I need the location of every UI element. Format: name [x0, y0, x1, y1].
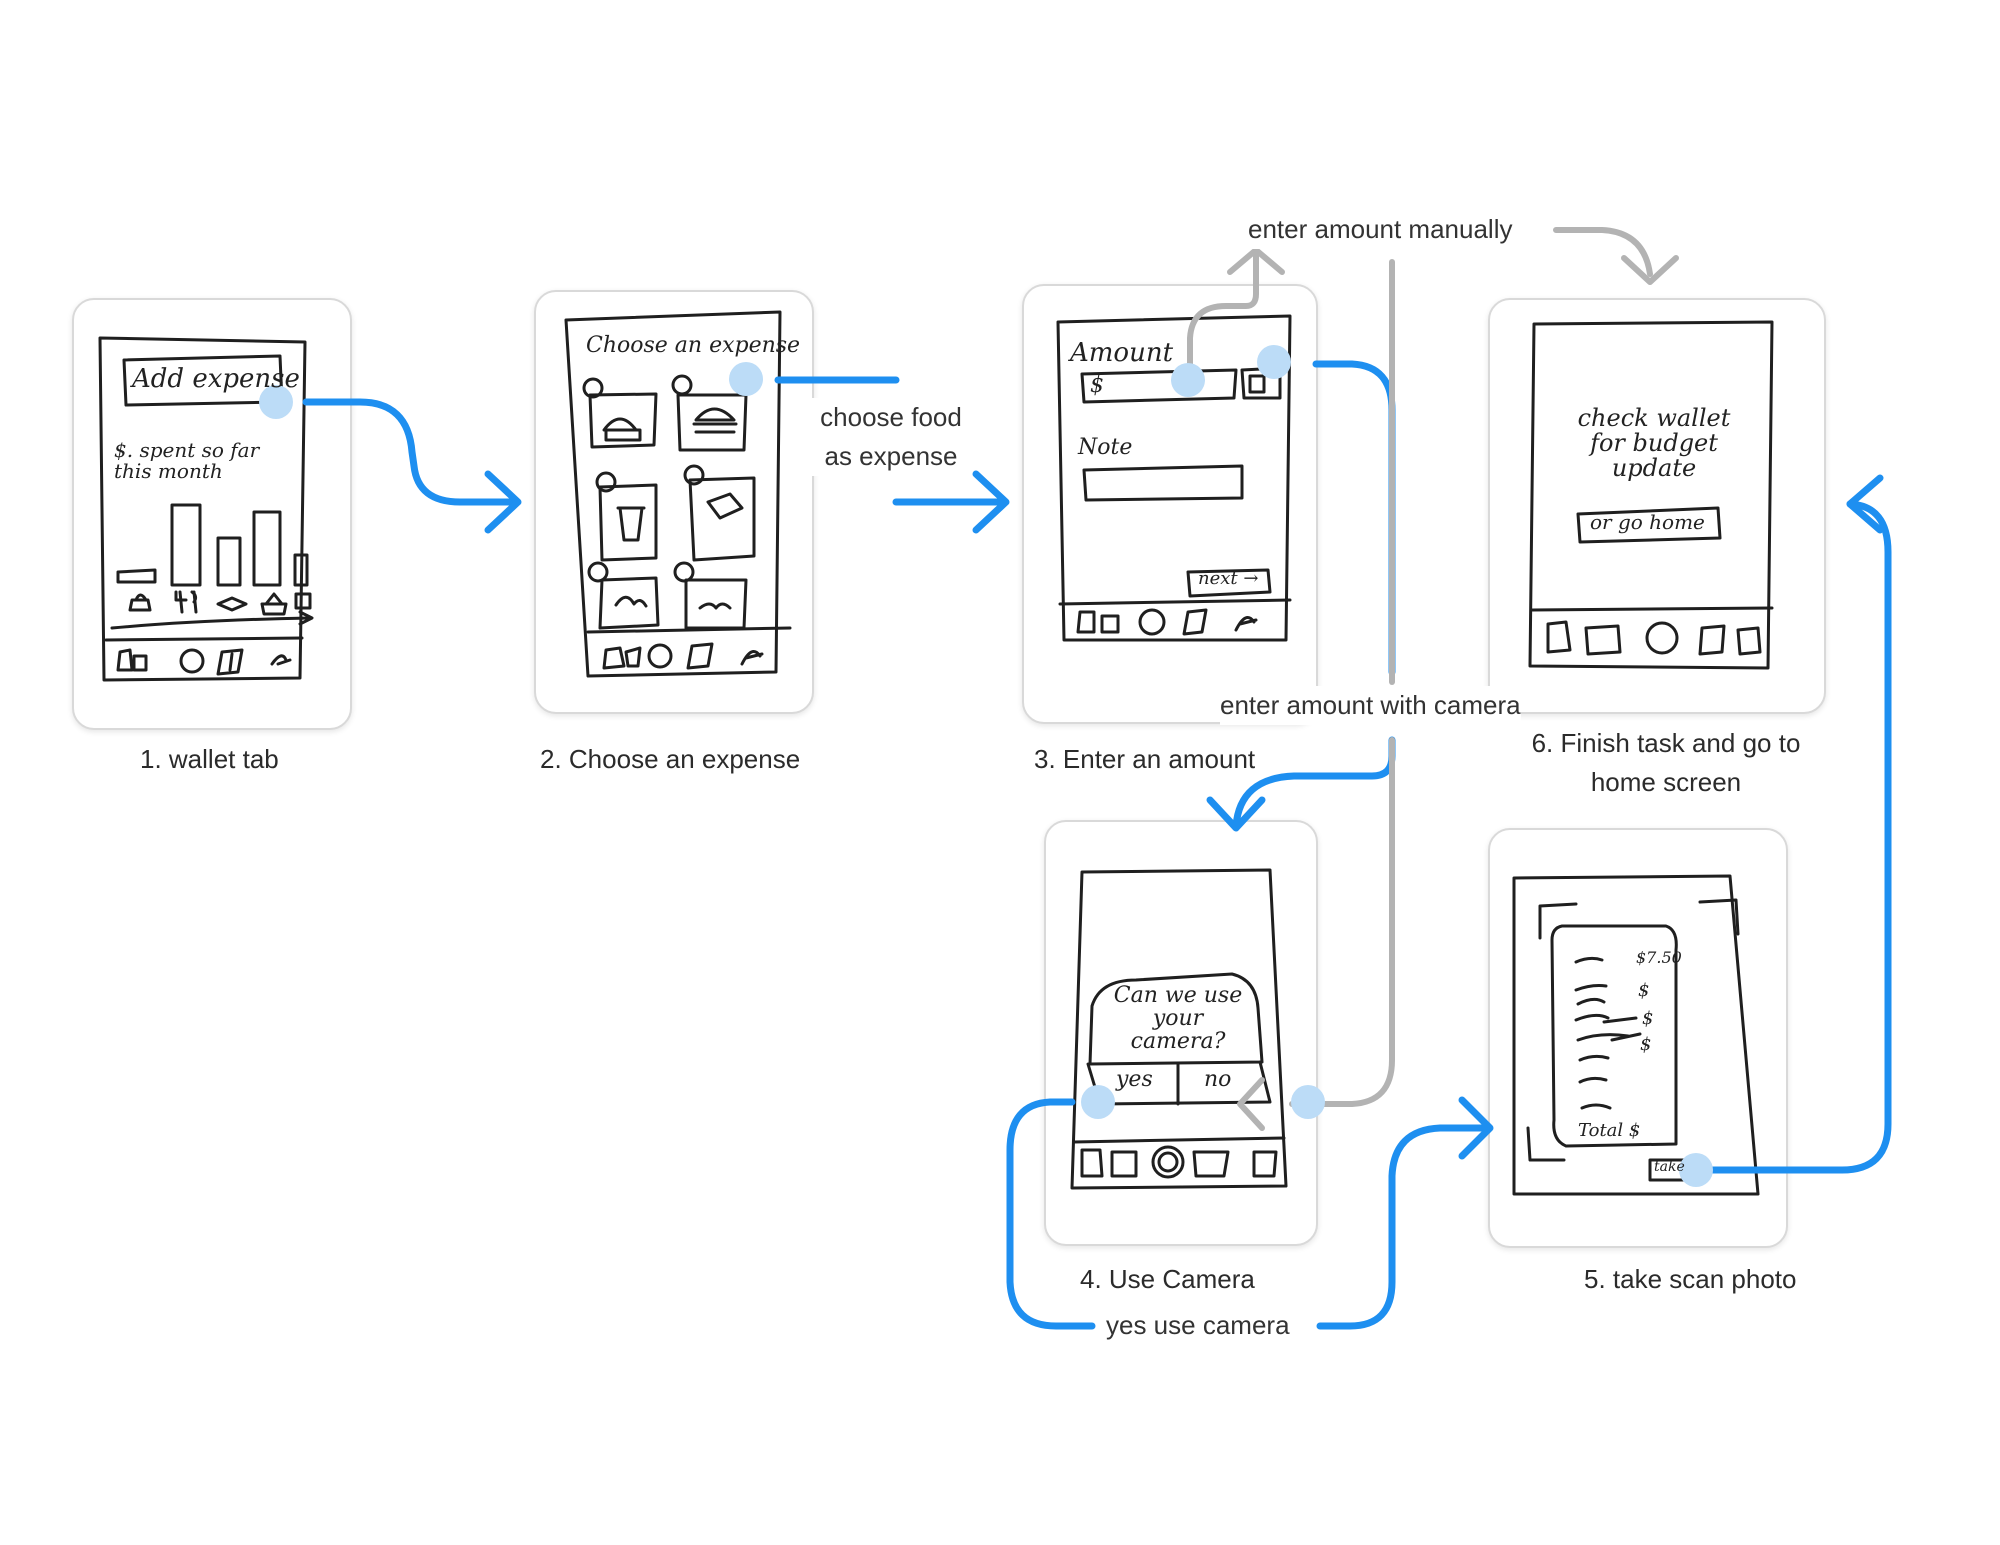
sketch-receipt-price: $7.50	[1636, 948, 1682, 967]
sketch-spent-note: $. spent so far this month	[114, 438, 260, 483]
hotspot-camera-icon[interactable]	[1257, 345, 1291, 379]
flow-label-choose-food: choose food as expense	[810, 398, 972, 476]
sketch-wallet-tab	[98, 336, 314, 682]
sketch-check-wallet: check wallet for budget update	[1577, 404, 1731, 483]
sketch-amount-value: $	[1090, 373, 1104, 398]
caption-finish-task: 6. Finish task and go to home screen	[1531, 728, 1801, 797]
caption-enter-amount: 3. Enter an amount	[1034, 744, 1256, 774]
flow-screen1-to-screen2	[302, 398, 522, 534]
flow-label-yes-use-camera: yes use camera	[1106, 1306, 1290, 1345]
sketch-yes-button: yes	[1116, 1067, 1153, 1092]
sketch-receipt-dollar-2: $	[1642, 1008, 1654, 1029]
sketch-amount-label: Amount	[1070, 338, 1174, 368]
caption-use-camera: 4. Use Camera	[1080, 1264, 1255, 1294]
hotspot-food-category[interactable]	[729, 362, 763, 396]
hotspot-take-button[interactable]	[1679, 1153, 1713, 1187]
sketch-no-button: no	[1204, 1067, 1232, 1092]
sketch-receipt-dollar-3: $	[1640, 1034, 1652, 1055]
hotspot-no-button[interactable]	[1291, 1085, 1325, 1119]
sketch-receipt-total: Total $	[1578, 1120, 1641, 1141]
hotspot-yes-button[interactable]	[1081, 1085, 1115, 1119]
sketch-note-label: Note	[1078, 435, 1133, 460]
flow-grey-return	[1237, 259, 1395, 1131]
sketch-next-button: next →	[1198, 568, 1259, 589]
flow-yes-use-camera	[1006, 1096, 1494, 1330]
sketch-choose-title: Choose an expense	[586, 333, 801, 358]
flow-label-enter-with-camera: enter amount with camera	[1220, 686, 1521, 725]
flow-screen5-to-screen6	[1702, 474, 1892, 1174]
screen-card-take-scan	[1488, 828, 1788, 1248]
sketch-take-scan	[1512, 874, 1760, 1196]
caption-take-scan: 5. take scan photo	[1584, 1264, 1797, 1294]
hotspot-add-expense[interactable]	[259, 385, 293, 419]
flow-choose-food	[774, 376, 1010, 534]
sketch-finish-task	[1528, 320, 1774, 670]
sketch-add-expense-label: Add expense	[132, 364, 300, 394]
sketch-camera-dialog: Can we use your camera?	[1113, 983, 1243, 1055]
sketch-use-camera	[1070, 868, 1288, 1190]
sketch-choose-expense	[564, 310, 792, 678]
flow-enter-manually	[1187, 227, 1679, 383]
sketch-go-home-button: or go home	[1590, 510, 1705, 534]
flow-label-enter-manually: enter amount manually	[1248, 210, 1513, 249]
caption-choose-expense: 2. Choose an expense	[540, 744, 801, 774]
hotspot-amount-field[interactable]	[1171, 363, 1205, 397]
sketch-take-button: take	[1654, 1159, 1685, 1175]
sketch-receipt-dollar-1: $	[1638, 980, 1650, 1001]
screen-card-choose-expense	[534, 290, 814, 714]
caption-wallet-tab: 1. wallet tab	[140, 744, 279, 774]
